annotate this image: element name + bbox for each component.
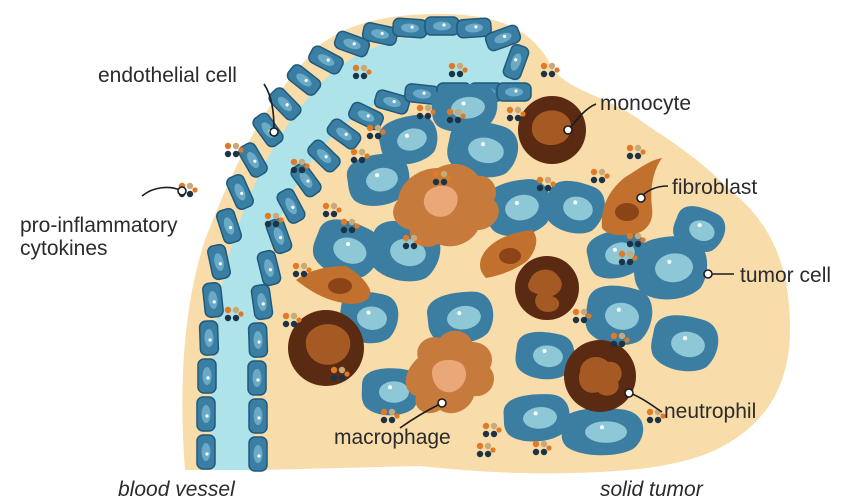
endothelial-cell — [249, 437, 267, 471]
pin-endothelial-cell — [270, 128, 278, 136]
endothelial-cell — [497, 83, 531, 101]
tumor-cell — [562, 408, 644, 455]
label-fibroblast: fibroblast — [672, 176, 757, 199]
monocyte — [515, 256, 579, 320]
endothelial-cell — [198, 359, 216, 393]
monocyte — [518, 96, 586, 164]
pin-fibroblast — [637, 194, 645, 202]
endothelial-cell — [197, 435, 215, 469]
label-monocyte: monocyte — [600, 92, 691, 115]
label-tumor-cell: tumor cell — [740, 264, 831, 287]
endothelial-cell — [199, 321, 218, 356]
endothelial-cell — [248, 361, 266, 395]
label-macrophage: macrophage — [334, 426, 451, 449]
label-endothelial-cell: endothelial cell — [98, 64, 237, 87]
caption-solid-tumor: solid tumor — [600, 478, 704, 501]
caption-blood-vessel: blood vessel — [118, 478, 236, 501]
neutrophil — [564, 340, 636, 412]
endothelial-cell — [202, 282, 223, 318]
label-cytokines-line-2: cytokines — [20, 237, 108, 260]
label-cytokines-line-1: pro-inflammatory — [20, 214, 178, 237]
pin-cytokines — [178, 187, 186, 195]
leader-cytokines — [142, 188, 180, 196]
endothelial-cell — [425, 17, 459, 35]
endothelial-cell — [392, 18, 427, 38]
pin-neutrophil — [625, 389, 633, 397]
pin-tumor-cell — [704, 270, 712, 278]
pin-macrophage — [438, 399, 446, 407]
endothelial-cell — [251, 284, 274, 320]
label-neutrophil: neutrophil — [664, 400, 756, 423]
endothelial-cell — [197, 397, 215, 431]
endothelial-cell — [249, 399, 267, 433]
pin-monocyte — [564, 126, 572, 134]
endothelial-cell — [248, 323, 267, 358]
